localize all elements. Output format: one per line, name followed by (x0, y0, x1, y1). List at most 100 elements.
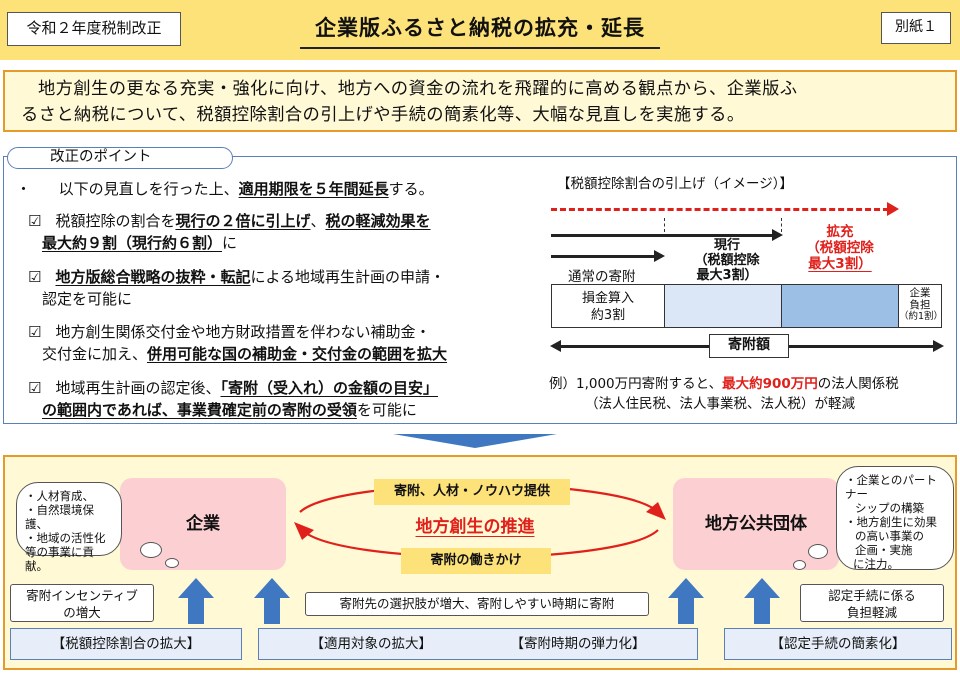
label-scope-and-timing: 【適用対象の拡大】 【寄附時期の弾力化】 (258, 628, 698, 660)
left-cloud-2: ・自然環境保護、 (25, 503, 94, 531)
thought-bubble (165, 558, 179, 568)
intro-post: する。 (388, 180, 434, 198)
example-emph: 最大約900万円 (722, 376, 818, 392)
company-box: 企業 (120, 478, 286, 570)
local-gov-box: 地方公共団体 (673, 478, 839, 570)
burden-line-1: 認定手続に係る (828, 588, 916, 603)
point-4-d: を可能に (356, 401, 417, 419)
burden-label-2: 負担 (909, 299, 931, 311)
loss-bar: 損金算入 約3割 (551, 284, 665, 328)
company-contribution-cloud: ・人材育成、 ・自然環境保護、 ・地域の活性化 等の事業に貢献。 (16, 482, 122, 573)
current-label: 現行 （税額控除 最大3割） (672, 238, 782, 283)
annex-label: 別紙１ (881, 12, 951, 44)
loss-label-1: 損金算入 (581, 291, 634, 306)
check-icon: ☑ (28, 379, 42, 397)
expanded-label-2: （税額控除 (806, 240, 874, 256)
point-3-b: 交付金に加え、 (42, 345, 148, 363)
label-tax-credit-expansion: 【税額控除割合の拡大】 (10, 628, 242, 660)
expanded-label-1: 拡充 (826, 224, 854, 240)
expanded-label: 拡充 （税額控除 最大3割） (790, 224, 890, 272)
point-3-a: 地方創生関係交付金や地方財政措置を伴わない補助金・ (55, 323, 431, 341)
expanded-label-3: 最大3割） (808, 256, 872, 272)
up-arrow-2 (254, 578, 290, 624)
point-3-c: 併用可能な国の補助金・交付金の範囲を拡大 (147, 345, 448, 363)
center-top-tag: 寄附、人材・ノウハウ提供 (374, 479, 570, 505)
intro-emph: 適用期限を５年間延長 (238, 180, 389, 198)
normal-arrow-head (654, 250, 665, 262)
choices-callout: 寄附先の選択肢が増大、寄附しやすい時期に寄附 (305, 592, 649, 616)
left-cloud-4: 等の事業に貢献。 (25, 545, 94, 573)
summary-line-1: 地方創生の更なる充実・強化に向け、地方への資金の流れを飛躍的に高める観点から、企… (38, 79, 798, 99)
point-4-c: の範囲内であれば、事業費確定前の寄附の受領 (42, 401, 357, 419)
summary-box: 地方創生の更なる充実・強化に向け、地方への資金の流れを飛躍的に高める観点から、企… (3, 70, 957, 132)
summary-line-2: るさと納税について、税額控除割合の引上げや手続の簡素化等、大幅な見直しを実施する… (21, 105, 745, 125)
right-cloud-5: 企画・実施 (855, 543, 913, 557)
bullet: ・ (16, 180, 32, 198)
up-arrow-4 (744, 578, 780, 624)
example-post: の法人関係税 (817, 376, 899, 392)
check-icon: ☑ (28, 212, 42, 230)
left-cloud-1: ・人材育成、 (25, 489, 94, 503)
burden-label-3: （約1割） (899, 311, 944, 322)
points-panel (3, 156, 957, 424)
amount-arrow-left (550, 340, 561, 352)
right-cloud-4: の高い事業の (855, 529, 924, 543)
point-item-1: ☑ 税額控除の割合を現行の２倍に引上げ、税の軽減効果を 最大約９割（現行約６割）に (28, 210, 538, 254)
burden-line-2: 負担軽減 (846, 605, 897, 620)
burden-bar: 企業 負担 （約1割） (898, 284, 944, 328)
down-arrow (393, 433, 557, 448)
point-1-e: 最大約９割（現行約６割） (42, 234, 223, 252)
point-4-b: 「寄附（受入れ）の金額の目安」 (220, 379, 438, 397)
thought-bubble (793, 560, 806, 570)
right-cloud-6: に注力。 (853, 557, 899, 571)
right-cloud-2: シップの構築 (855, 501, 924, 515)
normal-arrow-line (551, 255, 655, 258)
divider-2 (781, 218, 782, 232)
point-2-a: 地方版総合戦略の抜粋・転記 (55, 268, 251, 286)
normal-donation-label: 通常の寄附 (568, 269, 636, 285)
current-arrow-line (551, 234, 773, 237)
current-bar (664, 284, 782, 328)
point-1-b: 現行の２倍に引上げ (175, 212, 311, 230)
point-4-a: 地域再生計画の認定後、 (55, 379, 221, 397)
label-scope-expansion: 【適用対象の拡大】 (310, 636, 432, 652)
intro-line: ・ 以下の見直しを行った上、適用期限を５年間延長する。 (16, 178, 434, 200)
current-label-1: 現行 (713, 238, 740, 253)
burden-label-1: 企業 (909, 287, 931, 299)
center-main-label: 地方創生の推進 (415, 517, 535, 537)
label-timing-flexibility: 【寄附時期の弾力化】 (510, 636, 646, 652)
down-arrow-icon (393, 434, 557, 448)
current-arrow-head (772, 229, 783, 241)
expanded-bar (781, 284, 899, 328)
thought-bubble (140, 542, 162, 558)
right-cloud-1: ・企業とのパートナー (845, 473, 937, 501)
left-cloud-3: ・地域の活性化 (25, 531, 106, 545)
check-icon: ☑ (28, 268, 42, 286)
incentive-line-2: の増大 (63, 605, 101, 620)
divider-1 (664, 218, 665, 232)
example-pre: 例）1,000万円寄附すると、 (549, 376, 723, 392)
current-label-2: （税額控除 (694, 253, 760, 268)
points-tab: 改正のポイント (7, 147, 233, 169)
chart-title: 【税額控除割合の引上げ（イメージ）】 (557, 176, 793, 192)
point-1-d: 税の軽減効果を (325, 212, 431, 230)
point-1-f: に (222, 234, 238, 252)
loss-label-2: 約3割 (590, 308, 626, 323)
incentive-callout: 寄附インセンティブ の増大 (10, 584, 154, 622)
center-bottom-tag: 寄附の働きかけ (401, 548, 551, 574)
check-icon: ☑ (28, 323, 42, 341)
right-cloud-3: ・地方創生に効果 (845, 515, 937, 529)
thought-bubble (808, 544, 828, 559)
point-item-3: ☑ 地方創生関係交付金や地方財政措置を伴わない補助金・ 交付金に加え、併用可能な国… (28, 321, 548, 365)
point-1-a: 税額控除の割合を (55, 212, 176, 230)
point-1-c: 、 (310, 212, 326, 230)
expansion-arrow-head (887, 202, 899, 216)
point-2-b: による地域再生計画の申請・ (250, 268, 446, 286)
up-arrow-3 (668, 578, 704, 624)
point-2-c: 認定を可能に (42, 290, 133, 308)
page-title: 企業版ふるさと納税の拡充・延長 (220, 10, 740, 49)
burden-callout: 認定手続に係る 負担軽減 (800, 584, 944, 622)
example-text: 例）1,000万円寄附すると、最大約900万円の法人関係税 （法人住民税、法人事… (549, 374, 899, 414)
donation-amount-label: 寄附額 (709, 334, 789, 358)
example-line-2: （法人住民税、法人事業税、法人税）が軽減 (585, 396, 855, 412)
